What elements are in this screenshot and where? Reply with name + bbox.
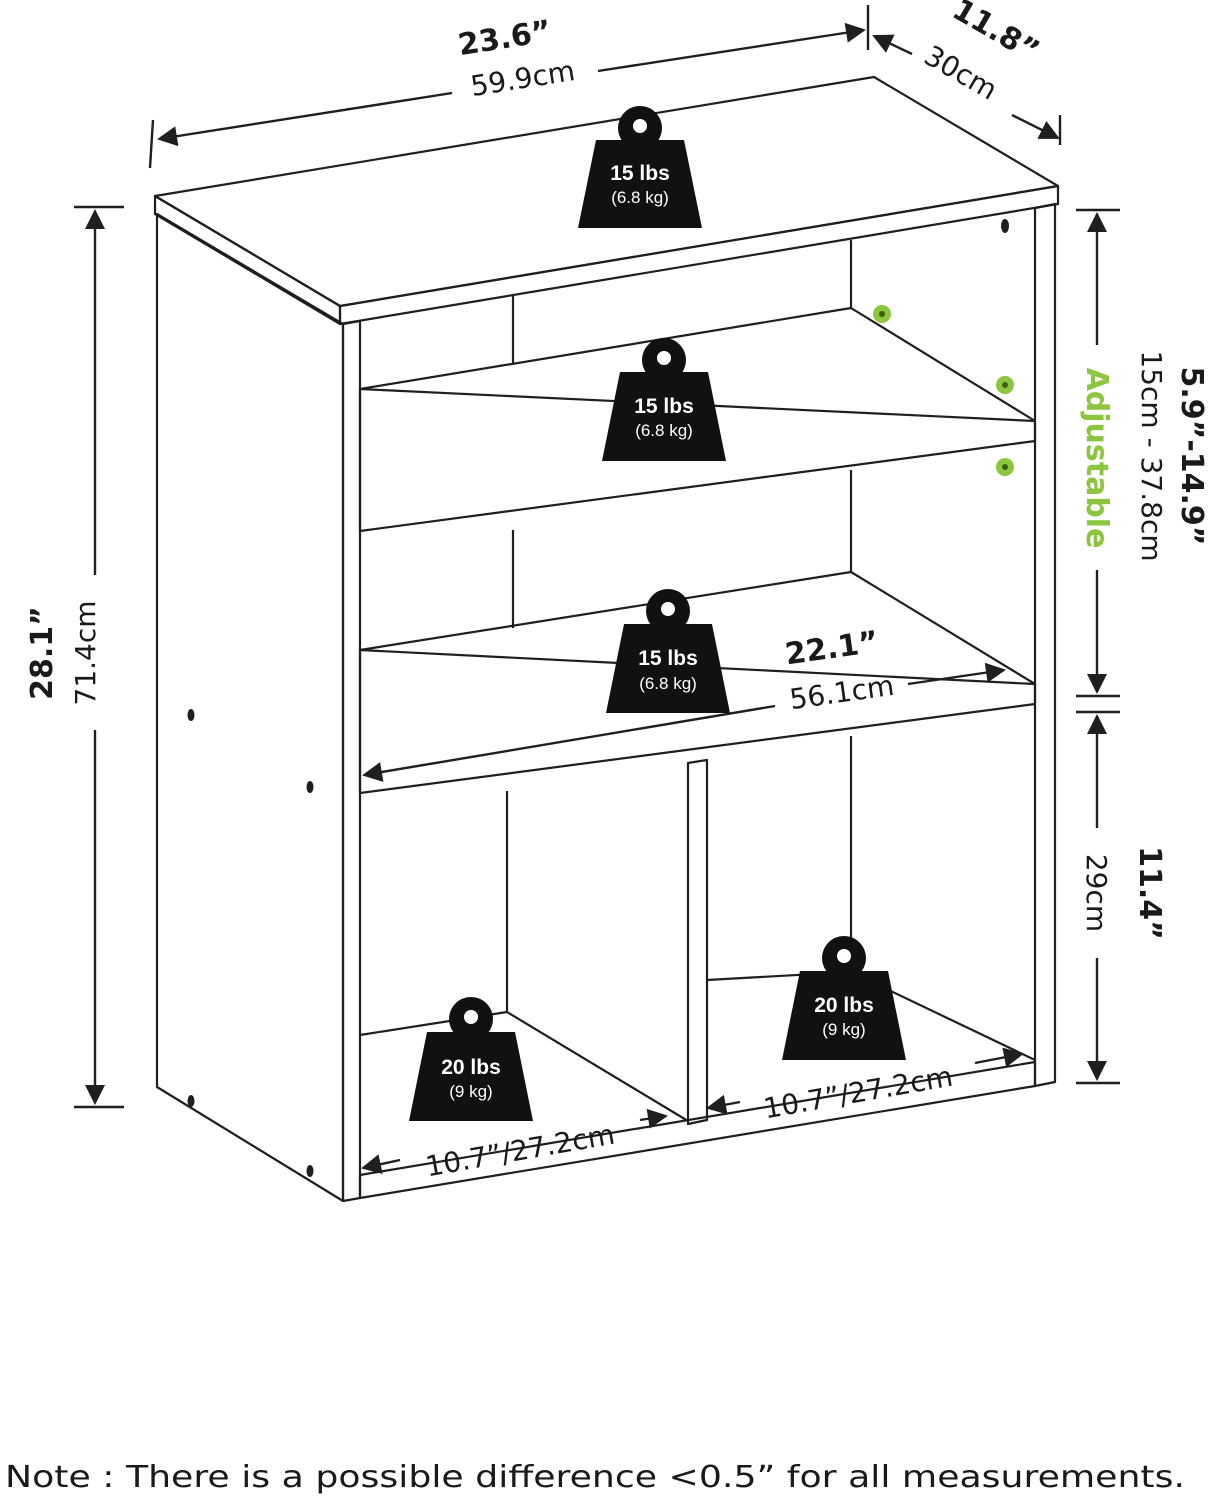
shelf-width-arrow xyxy=(362,704,776,782)
weight-top-kg: (6.8 kg) xyxy=(611,188,669,207)
weight-left-cubby: 20 lbs (9 kg) xyxy=(409,997,533,1121)
depth-cm-label: 30cm xyxy=(919,39,1003,107)
center-divider xyxy=(686,758,709,1126)
weight-right-cubby: 20 lbs (9 kg) xyxy=(782,936,906,1060)
weight-top: 15 lbs (6.8 kg) xyxy=(578,106,702,228)
weight-middle-shelf: 15 lbs (6.8 kg) xyxy=(606,589,730,713)
measurement-note: Note : There is a possible difference <0… xyxy=(5,1460,1185,1495)
upper-shelf-front xyxy=(358,387,1037,533)
screw-hole-icon xyxy=(1001,219,1009,233)
screw-hole-icon xyxy=(306,1165,314,1177)
width-cm-label: 59.9cm xyxy=(468,54,577,103)
shelf-width-cm-label: 56.1cm xyxy=(787,669,896,716)
weight-middle-lbs: 15 lbs xyxy=(638,647,698,670)
weight-upper-shelf: 15 lbs (6.8 kg) xyxy=(602,338,726,461)
height-cm-label: 71.4cm xyxy=(69,600,102,705)
screw-hole-icon xyxy=(306,781,314,793)
weight-upper-kg: (6.8 kg) xyxy=(635,421,693,440)
weight-left-kg: (9 kg) xyxy=(449,1082,492,1101)
bottom-panel xyxy=(358,1060,1037,1200)
cubby-left-width-label: 10.7”/27.2cm xyxy=(423,1118,617,1184)
front-left-edge xyxy=(341,319,362,1203)
width-arrow xyxy=(157,91,453,147)
screw-hole-icon xyxy=(187,1095,195,1107)
weight-left-lbs: 20 lbs xyxy=(441,1056,501,1079)
weight-top-lbs: 15 lbs xyxy=(610,162,670,185)
weight-middle-kg: (6.8 kg) xyxy=(639,674,697,693)
weight-upper-lbs: 15 lbs xyxy=(634,395,694,418)
shelf-width-inches-label: 22.1” xyxy=(783,625,881,673)
bookshelf-drawing xyxy=(153,75,1060,1203)
bottom-height-cm-label: 29cm xyxy=(1080,854,1113,932)
dimension-lines xyxy=(74,5,1120,1174)
left-side-panel xyxy=(155,212,345,1203)
weight-right-lbs: 20 lbs xyxy=(814,994,874,1017)
width-inches-label: 23.6” xyxy=(456,14,554,63)
adjustable-label: Adjustable xyxy=(1079,368,1114,549)
depth-arrow xyxy=(872,34,913,56)
adjustable-cm-label: 15cm - 37.8cm xyxy=(1135,350,1168,561)
adjustable-inches-label: 5.9”-14.9” xyxy=(1174,366,1209,545)
cubby-left-arrow xyxy=(639,1108,668,1129)
middle-shelf-front xyxy=(358,648,1037,795)
height-inches-label: 28.1” xyxy=(25,606,60,700)
screw-hole-icon xyxy=(187,709,195,721)
top-panel-right-edge xyxy=(338,184,1060,326)
front-right-edge xyxy=(1033,202,1057,1088)
cubby-right-arrow xyxy=(974,1047,1024,1068)
bottom-height-inches-label: 11.4” xyxy=(1132,846,1167,940)
weight-right-kg: (9 kg) xyxy=(822,1020,865,1039)
